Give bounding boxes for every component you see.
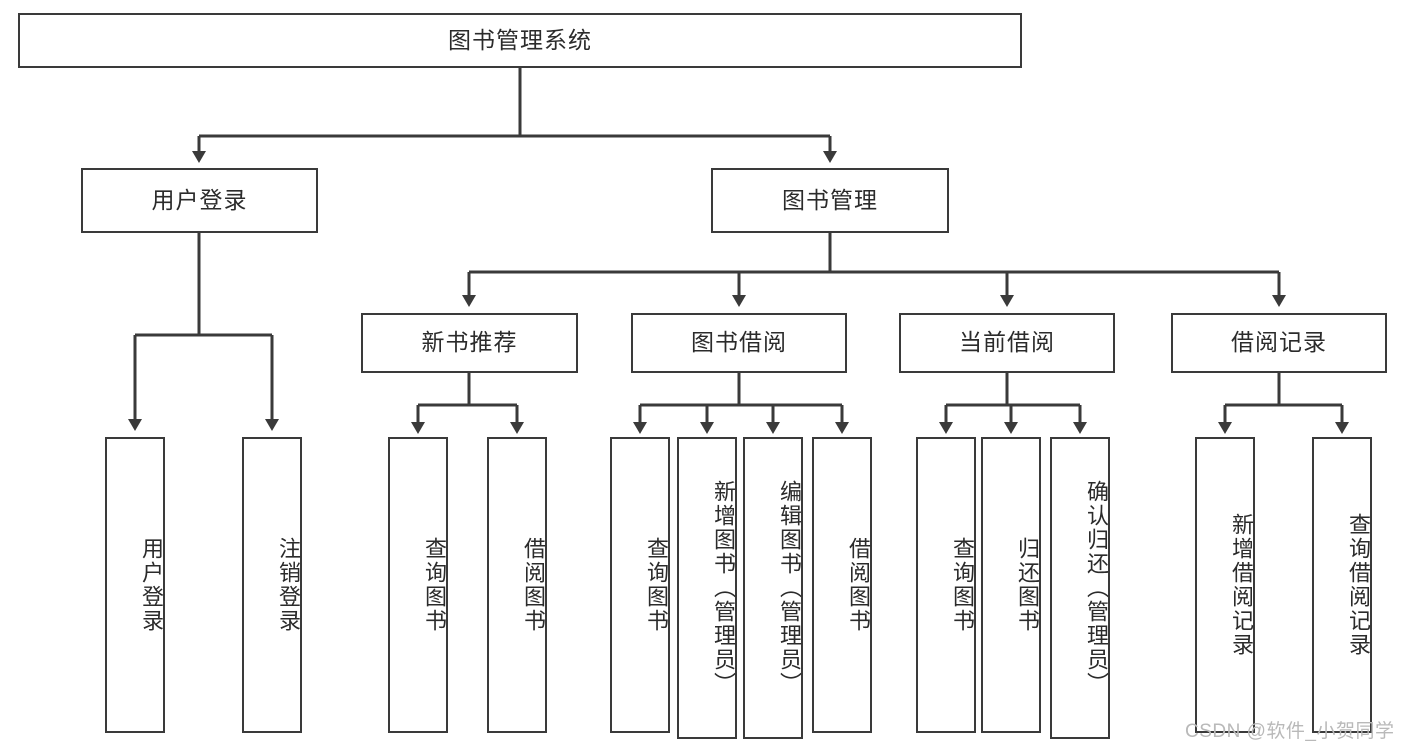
node-label: 查询图书 <box>422 537 447 633</box>
csdn-watermark: CSDN @软件_小贺同学 <box>1185 721 1395 742</box>
leaf-borrow-book[interactable]: 借阅图书 <box>812 437 872 733</box>
node-label: 查询借阅记录 <box>1346 513 1371 657</box>
leaf-edit-book-admin[interactable]: 编辑图书（管理员） <box>743 437 803 739</box>
node-book-borrow[interactable]: 图书借阅 <box>631 313 847 373</box>
node-label: 新增借阅记录 <box>1229 513 1254 657</box>
leaf-query-book-current[interactable]: 查询图书 <box>916 437 976 733</box>
leaf-logout[interactable]: 注销登录 <box>242 437 302 733</box>
node-label: 查询图书 <box>950 537 975 633</box>
node-label: 借阅图书 <box>521 537 546 633</box>
leaf-query-book-borrow[interactable]: 查询图书 <box>610 437 670 733</box>
node-label: 图书管理系统 <box>448 26 592 53</box>
node-label: 归还图书 <box>1015 537 1040 633</box>
node-label: 注销登录 <box>276 537 301 633</box>
leaf-return-book[interactable]: 归还图书 <box>981 437 1041 733</box>
node-book-management[interactable]: 图书管理 <box>711 168 949 233</box>
node-label: 编辑图书（管理员） <box>777 480 802 696</box>
leaf-confirm-return-admin[interactable]: 确认归还（管理员） <box>1050 437 1110 739</box>
node-label: 图书管理 <box>782 186 878 213</box>
node-current-borrow[interactable]: 当前借阅 <box>899 313 1115 373</box>
node-label: 借阅图书 <box>846 537 871 633</box>
leaf-borrow-book-recommend[interactable]: 借阅图书 <box>487 437 547 733</box>
leaf-query-book-recommend[interactable]: 查询图书 <box>388 437 448 733</box>
leaf-add-borrow-record[interactable]: 新增借阅记录 <box>1195 437 1255 733</box>
node-new-book-recommend[interactable]: 新书推荐 <box>361 313 578 373</box>
node-label: 借阅记录 <box>1231 329 1327 356</box>
node-label: 新书推荐 <box>421 329 518 356</box>
node-label: 当前借阅 <box>959 329 1055 356</box>
node-borrow-record[interactable]: 借阅记录 <box>1171 313 1387 373</box>
node-label: 确认归还（管理员） <box>1084 480 1109 696</box>
leaf-user-login[interactable]: 用户登录 <box>105 437 165 733</box>
node-label: 新增图书（管理员） <box>711 480 736 696</box>
node-label: 用户登录 <box>151 186 248 213</box>
node-user-login[interactable]: 用户登录 <box>81 168 318 233</box>
leaf-add-book-admin[interactable]: 新增图书（管理员） <box>677 437 737 739</box>
node-label: 用户登录 <box>139 537 164 633</box>
leaf-query-borrow-record[interactable]: 查询借阅记录 <box>1312 437 1372 733</box>
node-label: 图书借阅 <box>691 329 787 356</box>
node-root-system[interactable]: 图书管理系统 <box>18 13 1022 68</box>
node-label: 查询图书 <box>644 537 669 633</box>
